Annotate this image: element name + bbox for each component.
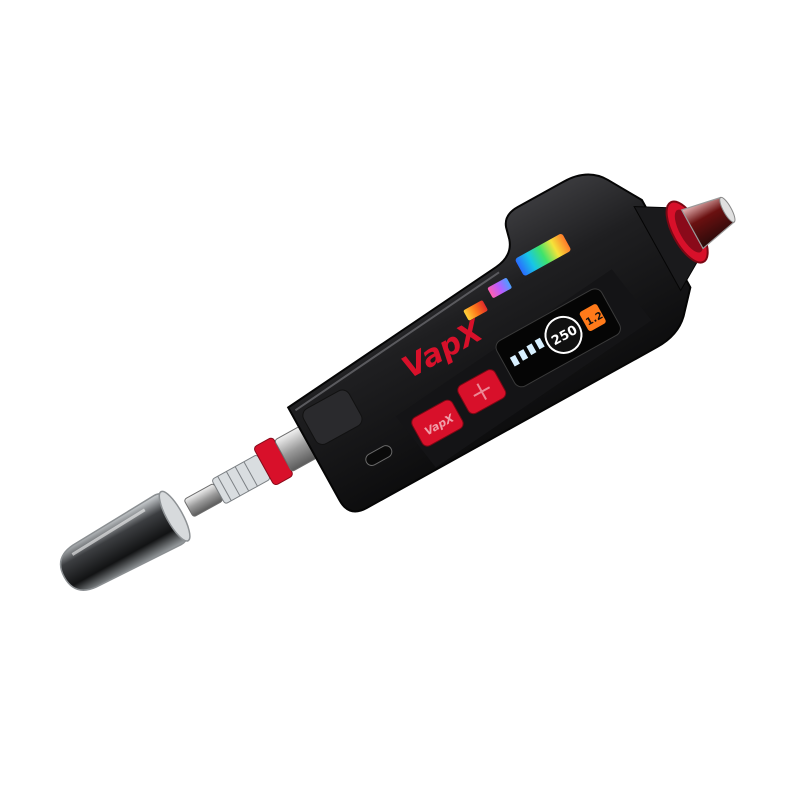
screen-badge	[579, 304, 606, 331]
bolt-icons	[509, 337, 545, 367]
temperature-dial-icon	[544, 315, 583, 354]
plus-icon	[473, 383, 491, 401]
control-panel: VapX 250 1.2	[395, 269, 652, 468]
device-body	[286, 173, 692, 513]
usb-c-port	[365, 445, 393, 466]
led-light-bars	[463, 234, 571, 321]
atomizer-coil	[184, 426, 318, 517]
glass-cap	[59, 490, 191, 591]
fire-button[interactable]	[410, 398, 466, 448]
mouthpiece	[633, 196, 736, 292]
